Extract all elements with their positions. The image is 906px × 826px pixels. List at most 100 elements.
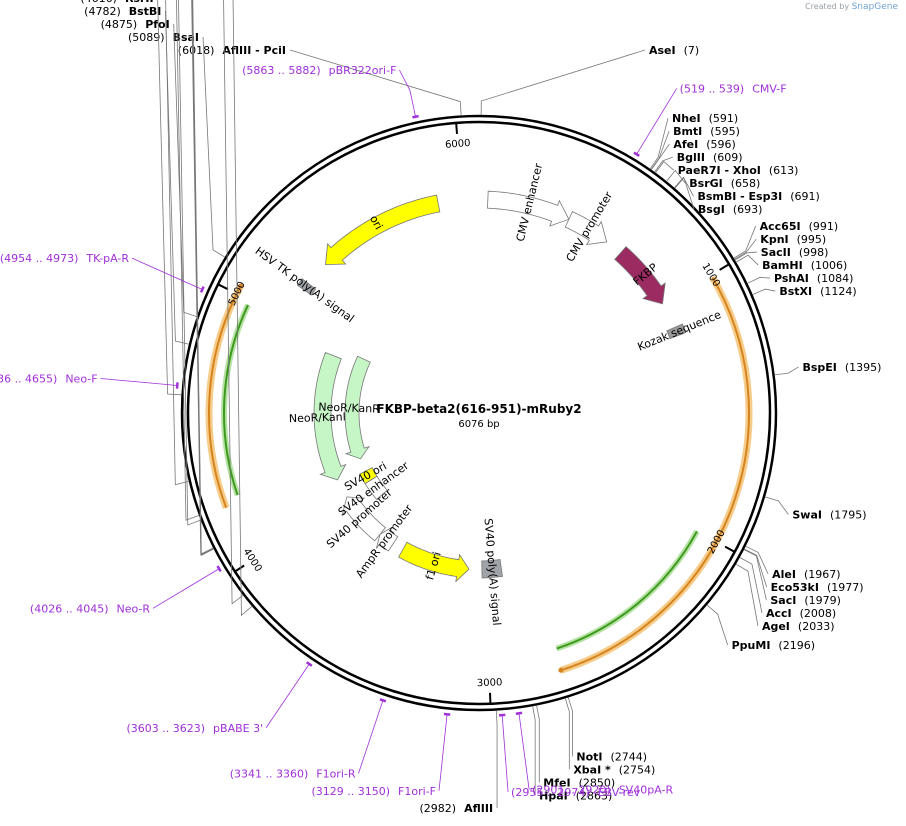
site-bsrgi-658[interactable]: BsrGI(658) bbox=[666, 169, 760, 190]
site-paer7i-613[interactable]: PaeR7I - XhoI(613) bbox=[655, 161, 799, 178]
site-saci-1979-label: SacI(1979) bbox=[770, 594, 841, 607]
site-fspi-4202[interactable]: (4202)FspI bbox=[103, 0, 201, 526]
site-bsmbi-691[interactable]: BsmBI - Esp3I(691) bbox=[673, 176, 820, 203]
site-bsrgi-658-label: BsrGI(658) bbox=[689, 177, 760, 190]
site-mfei-2850[interactable]: MfeI(2850) bbox=[536, 705, 616, 789]
site-acc65i-991[interactable]: Acc65I(991) bbox=[733, 220, 839, 259]
primer-name: F1ori-R bbox=[316, 767, 356, 780]
feature-hsv-tk-polya-signal[interactable] bbox=[296, 278, 317, 296]
feature-sv40-promoter[interactable] bbox=[341, 496, 386, 542]
site-sacii-998[interactable]: SacII(998) bbox=[734, 246, 829, 261]
site-afei-596[interactable]: AfeI(596) bbox=[650, 138, 736, 171]
site-hpai-2863[interactable]: HpaI(2863) bbox=[532, 706, 613, 802]
site-xbai-2754-label: XbaI *(2754) bbox=[573, 763, 655, 776]
site-bglii-609[interactable]: BglII(609) bbox=[654, 151, 743, 173]
feature-neor-kanr-inner[interactable] bbox=[344, 355, 371, 460]
site-ppumi-2196[interactable]: PpuMI(2196) bbox=[706, 604, 815, 652]
primer-neo-r[interactable]: (4026 .. 4045)Neo-R bbox=[30, 565, 222, 615]
site-stui-3921-leader bbox=[223, 0, 244, 605]
primer-f1ori-r[interactable]: (3341 .. 3360)F1ori-R bbox=[230, 698, 387, 780]
site-bstbi-4782[interactable]: (4782)BstBI bbox=[84, 5, 190, 345]
primer-f1ori-f-leader bbox=[438, 714, 448, 791]
site-name: MfeI bbox=[543, 776, 570, 789]
site-rsrii-4616[interactable]: (4616)RsrII bbox=[80, 0, 182, 396]
feature-neor-kanr-outer[interactable] bbox=[313, 351, 347, 481]
site-name: SacII bbox=[761, 246, 791, 259]
primer-ebv-rev[interactable]: (2955 .. 2974)EBV-rev bbox=[498, 713, 641, 799]
primer-cmv-f[interactable]: (519 .. 539)CMV-F bbox=[633, 82, 787, 157]
site-bglii-609-leader bbox=[654, 156, 673, 173]
site-asei-7-leader bbox=[480, 49, 646, 116]
site-swai-1795[interactable]: SwaI (1795) bbox=[764, 496, 867, 521]
site-position: (1084) bbox=[817, 272, 854, 285]
site-name: BstXI bbox=[779, 285, 812, 298]
feature-cmv-promoter[interactable] bbox=[564, 211, 608, 245]
primer-pbr322ori-f-label: (5863 .. 5882)pBR322ori-F bbox=[242, 64, 396, 77]
primer-name: Neo-F bbox=[65, 372, 97, 385]
site-mfei-2850-label: MfeI(2850) bbox=[543, 776, 615, 789]
site-alei-1967[interactable]: AleI(1967) bbox=[745, 545, 841, 581]
primer-tk-pa-r[interactable]: (4954 .. 4973)TK-pA-R bbox=[0, 252, 205, 293]
site-kasi-4099[interactable]: (4099)KasI bbox=[116, 0, 214, 556]
site-position: (4782) bbox=[84, 5, 121, 18]
feature-kozak-sequence[interactable] bbox=[666, 323, 687, 340]
site-pfoi-4875[interactable]: (4875)PfoI bbox=[101, 18, 198, 318]
site-name: BmtI bbox=[673, 125, 702, 138]
feature-ori[interactable] bbox=[325, 194, 441, 266]
backbone-outer-strand bbox=[180, 114, 778, 712]
site-afliii-6018[interactable]: (6018)AflIII - PciI bbox=[178, 44, 462, 116]
site-afei-596-label: AfeI(596) bbox=[673, 138, 735, 151]
site-position: (1979) bbox=[804, 594, 841, 607]
feature-f1-ori[interactable] bbox=[398, 541, 470, 583]
orange-arc-head-0 bbox=[558, 667, 564, 673]
site-bsrdi-4333[interactable]: (4333)BsrDI bbox=[83, 0, 190, 486]
primer-pbr322ori-f[interactable]: (5863 .. 5882)pBR322ori-F bbox=[242, 64, 419, 119]
site-bsgi-693[interactable]: BsgI(693) bbox=[674, 176, 763, 216]
site-name: AgeI bbox=[762, 620, 790, 633]
site-afliii-2982[interactable]: (2982)AflIII bbox=[420, 710, 498, 815]
primer-sv40pa-r-leader bbox=[518, 713, 530, 790]
site-xbai-2754[interactable]: XbaI *(2754) bbox=[564, 698, 655, 776]
site-bsai-5089[interactable]: (5089)BsaI bbox=[128, 31, 226, 258]
site-bstxi-1124[interactable]: BstXI(1124) bbox=[752, 285, 857, 298]
primer-name: SV40pA-R bbox=[619, 784, 674, 797]
feature-ampr-promoter[interactable] bbox=[375, 526, 399, 552]
site-saci-1979[interactable]: SacI(1979) bbox=[743, 549, 841, 607]
primer-pbabe-3[interactable]: (3603 .. 3623)pBABE 3' bbox=[126, 661, 313, 735]
primer-f1ori-f[interactable]: (3129 .. 3150)F1ori-F bbox=[311, 712, 451, 798]
primer-neo-f[interactable]: (4636 .. 4655)Neo-F bbox=[0, 372, 179, 389]
site-noti-2744-leader bbox=[567, 697, 573, 757]
feature-sv40-enhancer[interactable] bbox=[364, 475, 388, 500]
feature-fkbp[interactable] bbox=[614, 246, 666, 305]
primer-sites[interactable]: (5863 .. 5882)pBR322ori-F (519 .. 539)CMV… bbox=[0, 64, 787, 799]
site-agei-2033[interactable]: AgeI(2033) bbox=[735, 563, 835, 633]
site-pshai-1084[interactable]: PshAI(1084) bbox=[747, 272, 853, 285]
primer-sv40pa-r[interactable]: (2901 .. 2920)SV40pA-R bbox=[515, 711, 674, 797]
feature-sv40-ori[interactable] bbox=[359, 467, 378, 485]
site-noti-2744[interactable]: NotI(2744) bbox=[567, 697, 647, 763]
site-position: (1795) bbox=[830, 508, 867, 521]
site-bamhi-1006[interactable]: BamHI(1006) bbox=[735, 254, 847, 272]
site-name: SwaI bbox=[792, 508, 822, 521]
orange-coding-arc-0 bbox=[560, 276, 750, 672]
site-bspei-1395[interactable]: BspEI(1395) bbox=[774, 361, 882, 376]
site-asei-7[interactable]: AseI(7) bbox=[480, 44, 699, 116]
backbone-inner-strand bbox=[186, 120, 772, 706]
feature-cmv-enhancer[interactable] bbox=[487, 190, 570, 227]
site-eco53ki-1977[interactable]: Eco53kI(1977) bbox=[744, 548, 864, 594]
site-name: AflIII bbox=[464, 802, 493, 815]
site-acci-2008[interactable]: AccI(2008) bbox=[739, 557, 836, 620]
site-sfii-3875[interactable]: (3875)SfiI bbox=[163, 0, 253, 617]
site-nhei-591[interactable]: NheI(591) bbox=[649, 112, 738, 170]
site-bsrdi-4333-leader bbox=[165, 0, 190, 486]
primer-name: TK-pA-R bbox=[85, 252, 129, 265]
site-pluti-4103[interactable]: (4103)PluTI bbox=[111, 0, 214, 555]
site-stui-3921[interactable]: (3921)StuI bbox=[148, 0, 244, 605]
site-bsai-5089-label: (5089)BsaI bbox=[128, 31, 199, 44]
site-kpni-995[interactable]: KpnI(995) bbox=[734, 233, 826, 260]
site-pflfi-4218[interactable]: (4218)PflFI - Tth111I bbox=[40, 0, 200, 521]
feature-sv40-polya-signal[interactable] bbox=[481, 559, 503, 579]
restriction-sites[interactable]: AseI(7)NheI(591)BmtI(595)AfeI(596)BglII(… bbox=[40, 0, 882, 815]
